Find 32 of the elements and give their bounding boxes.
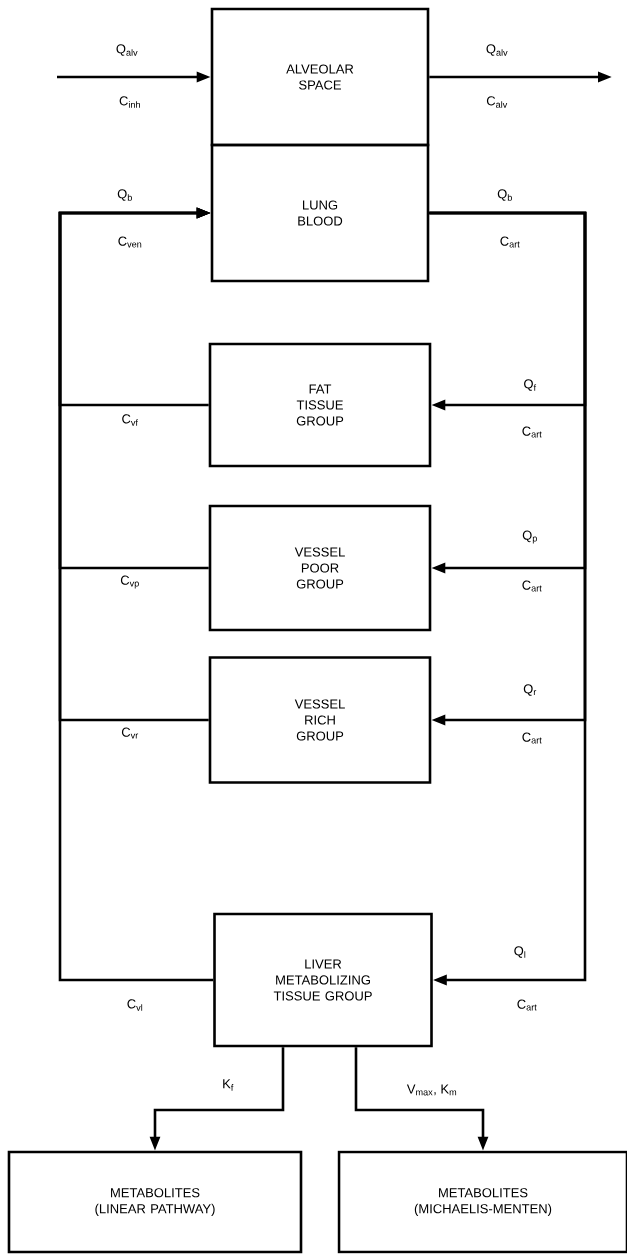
- flow-label: C$_{art}$: [517, 999, 537, 1011]
- flow-label: Q$_{r}$: [523, 684, 537, 696]
- flow-label: C$_{vr}$: [121, 727, 139, 739]
- compartment-box: VESSEL POOR GROUP: [208, 504, 432, 632]
- flow-label: C$_{vp}$: [120, 575, 139, 589]
- edge-label: V$_{max}$, K$_{m}$: [405, 1083, 459, 1097]
- compartment-box: ALVEOLAR SPACE: [210, 7, 430, 147]
- flow-label: C$_{vl}$: [127, 999, 143, 1011]
- flow-label: C$_{art}$: [522, 580, 542, 592]
- flow-label: C$_{art}$: [522, 732, 542, 744]
- flow-label: C$_{art}$: [500, 236, 520, 248]
- flow-label: Q$_{l}$: [514, 946, 526, 958]
- flow-label: Q$_{b}$: [497, 189, 512, 201]
- flow-label: Q$_{p}$: [522, 530, 537, 544]
- compartment-box: LIVER METABOLIZING TISSUE GROUP: [213, 912, 433, 1048]
- compartment-box: FAT TISSUE GROUP: [208, 342, 432, 468]
- compartment-box: METABOLITES (LINEAR PATHWAY): [7, 1150, 303, 1254]
- arrow: [58, 207, 214, 982]
- compartment-box: METABOLITES (MICHAELIS-MENTEN): [337, 1150, 627, 1254]
- flow-label: Q$_{alv}$: [116, 44, 138, 56]
- edge-label: K$_{f}$: [221, 1078, 235, 1092]
- flow-label: Q$_{alv}$: [486, 44, 508, 56]
- arrow: [429, 211, 587, 986]
- compartment-box: VESSEL RICH GROUP: [208, 656, 432, 784]
- flow-label: Q$_{f}$: [524, 379, 537, 391]
- flow-label: C$_{ven}$: [118, 236, 142, 248]
- flow-label: C$_{vf}$: [122, 414, 138, 426]
- flow-label: C$_{alv}$: [486, 96, 508, 108]
- compartment-box: LUNG BLOOD: [210, 143, 430, 283]
- flow-label: C$_{art}$: [522, 426, 542, 438]
- flow-label: Q$_{b}$: [117, 189, 132, 201]
- flow-label: C$_{inh}$: [119, 96, 140, 108]
